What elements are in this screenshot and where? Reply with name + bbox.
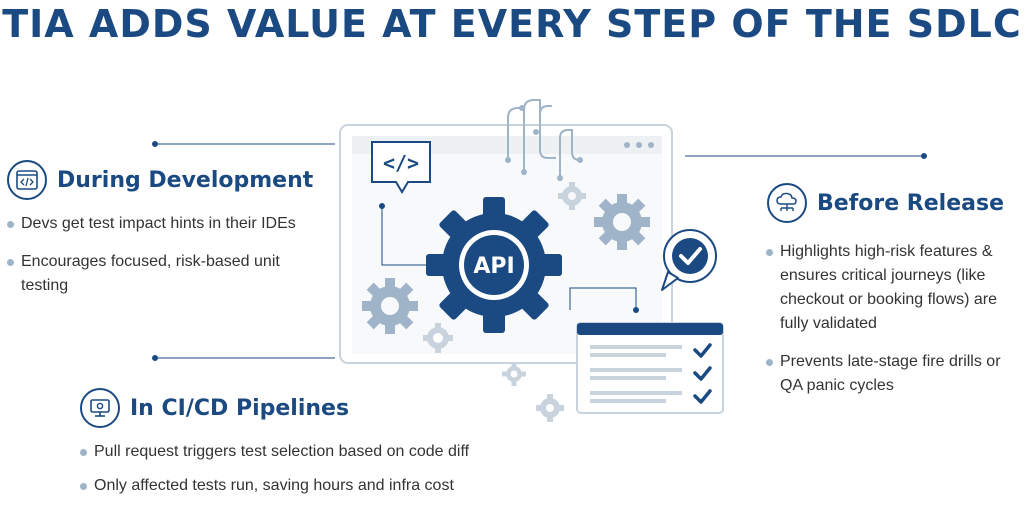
- development-title: During Development: [57, 167, 314, 193]
- connector-lines: [152, 141, 927, 361]
- code-icon: </>: [383, 151, 419, 175]
- wire-icon: [507, 99, 581, 178]
- development-bullets: Devs get test impact hints in their IDEs…: [7, 212, 297, 312]
- cloud-network-icon: [767, 183, 807, 223]
- release-title: Before Release: [817, 190, 1004, 216]
- page-title: TIA ADDS VALUE AT EVERY STEP OF THE SDLC: [2, 2, 1022, 46]
- pipelines-bullets: Pull request triggers test selection bas…: [80, 440, 520, 508]
- api-label: API: [473, 254, 514, 279]
- list-item: Only affected tests run, saving hours an…: [80, 474, 520, 498]
- pipelines-title: In CI/CD Pipelines: [130, 395, 350, 421]
- list-item: Pull request triggers test selection bas…: [80, 440, 520, 464]
- list-item: Encourages focused, risk-based unit test…: [7, 250, 297, 298]
- list-item: Highlights high-risk features & ensures …: [766, 240, 1022, 336]
- release-header: Before Release: [767, 183, 1004, 223]
- list-item: Devs get test impact hints in their IDEs: [7, 212, 297, 236]
- inner-connectors: [381, 206, 637, 310]
- code-window-icon: [7, 160, 47, 200]
- gear-monitor-icon: [80, 388, 120, 428]
- checklist-window: [576, 322, 724, 414]
- check-icons: [693, 343, 712, 404]
- release-bullets: Highlights high-risk features & ensures …: [766, 240, 1022, 412]
- list-item: Prevents late-stage fire drills or QA pa…: [766, 350, 1022, 398]
- checkmark-bubble-icon: [661, 229, 717, 291]
- wire-node-icons: [505, 105, 583, 181]
- code-badge: </>: [371, 141, 431, 194]
- development-header: During Development: [7, 160, 313, 200]
- pipelines-header: In CI/CD Pipelines: [80, 388, 349, 428]
- api-gear-icon: [426, 197, 562, 333]
